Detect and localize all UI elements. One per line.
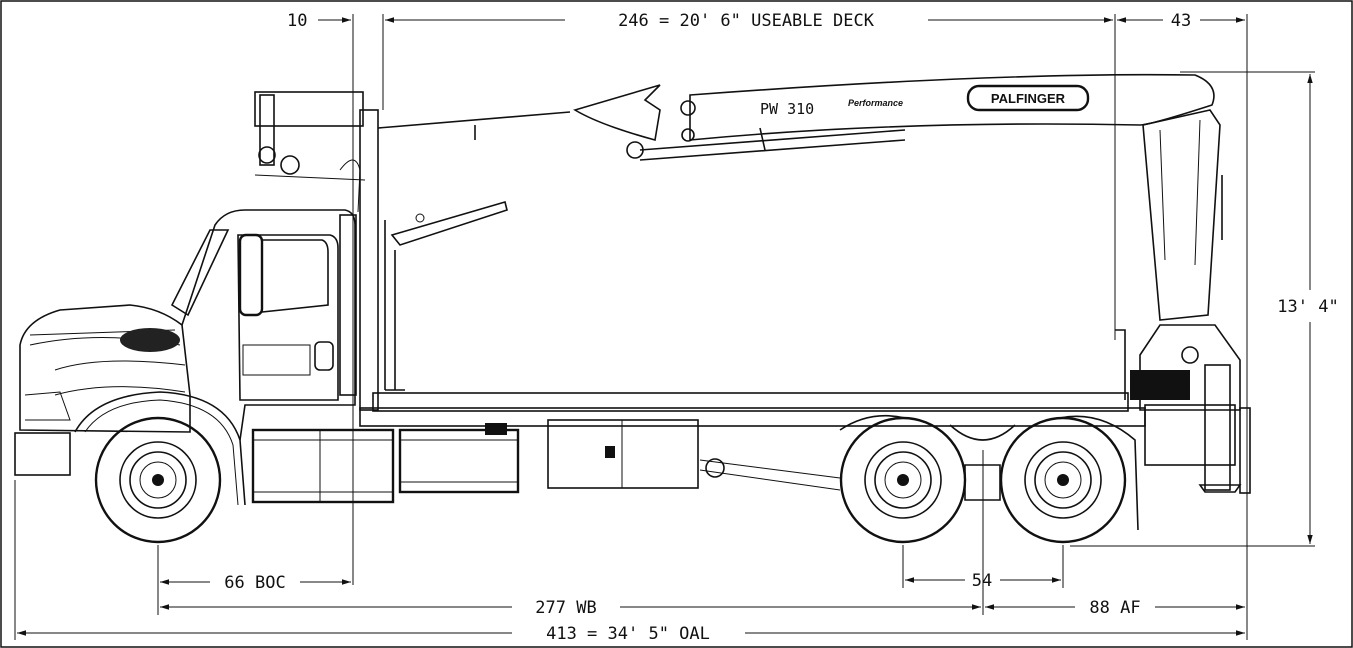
boom-knuckle	[573, 84, 661, 142]
deck-arm	[390, 200, 508, 246]
cab-door	[237, 234, 339, 401]
dim-wheelbase: 277 WB	[535, 598, 596, 618]
brand-label: PALFINGER	[991, 91, 1066, 106]
fuel-tanks	[251, 423, 520, 504]
outrigger	[1204, 364, 1231, 491]
front-bumper	[14, 432, 71, 476]
dim-oal: 413 = 34' 5" OAL	[546, 624, 710, 644]
dim-top-right: 43	[1171, 11, 1191, 31]
cab-window	[261, 239, 329, 313]
front-wheel	[94, 416, 222, 544]
main-boom	[689, 73, 1215, 141]
crane-base	[1139, 324, 1241, 411]
rear-wheel-1	[839, 416, 967, 544]
hook-block	[259, 94, 275, 166]
door-handle	[314, 341, 334, 371]
cab	[181, 209, 356, 441]
dim-af: 88 AF	[1089, 598, 1140, 618]
dim-useable-deck: 246 = 20' 6" USEABLE DECK	[618, 11, 875, 31]
series-label: Performance	[848, 98, 903, 108]
rear-wheel-2	[999, 416, 1127, 544]
dimensions: 10 246 = 20' 6" USEABLE DECK 43 13' 4" 6…	[14, 11, 1339, 644]
truck	[14, 159, 361, 506]
model-label: PW 310	[760, 100, 814, 118]
brand-plate	[966, 84, 1090, 112]
grille-vent	[120, 328, 180, 352]
battery-box	[547, 419, 699, 489]
cab-stack	[339, 214, 357, 396]
flatbed-deck	[359, 109, 1129, 412]
dim-top-left: 10	[287, 11, 307, 31]
side-mirror	[238, 233, 264, 317]
crane: PALFINGER PW 310 Performance	[254, 73, 1251, 494]
dim-boc: 66 BOC	[224, 573, 285, 593]
crane-column	[1142, 109, 1221, 321]
rear-suspension	[949, 424, 1016, 501]
dim-tandem: 54	[972, 571, 992, 591]
windshield	[170, 229, 230, 317]
dim-height: 13' 4"	[1277, 297, 1338, 317]
extension-boom	[254, 91, 364, 127]
hood	[19, 304, 191, 433]
front-fender	[74, 391, 246, 506]
